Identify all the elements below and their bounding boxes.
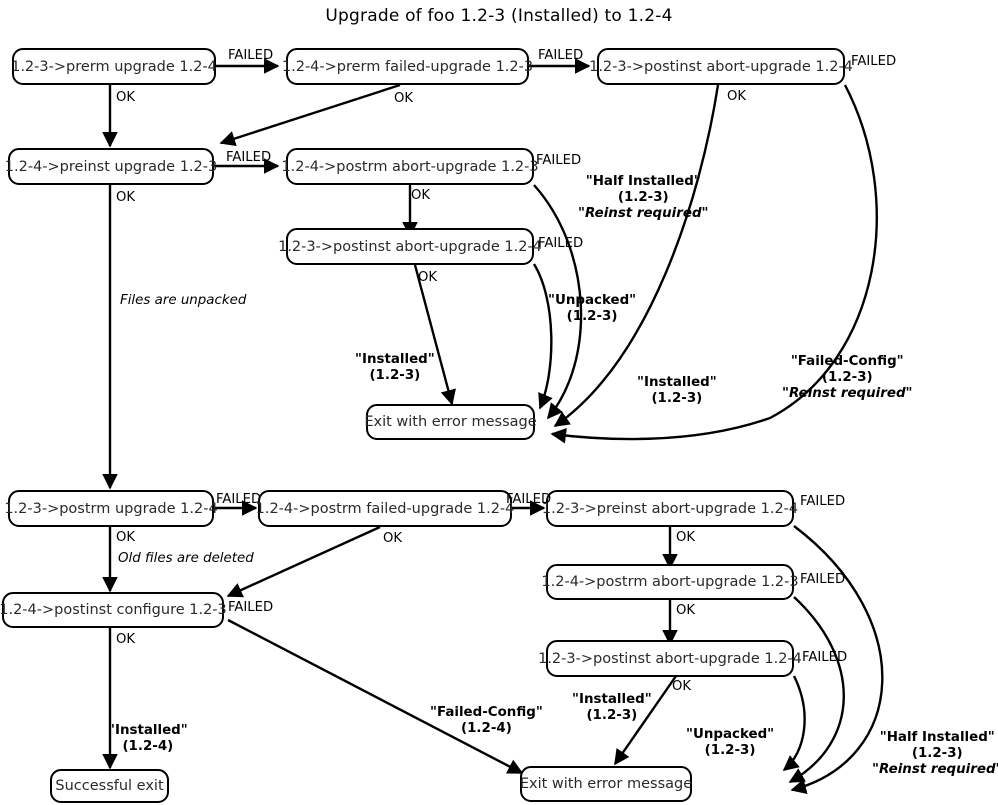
- state-failed-config-top: "Failed-Config" (1.2-3) "Reinst required…: [782, 354, 913, 401]
- edge-label-failed-7: FAILED: [216, 492, 262, 507]
- edge-label-ok-1: OK: [116, 90, 136, 105]
- edge-label-ok-10: OK: [676, 603, 696, 618]
- edge-label-failed-8: FAILED: [506, 492, 552, 507]
- node-successful-exit[interactable]: Successful exit: [50, 769, 169, 803]
- node-postrm-failed-upgrade[interactable]: 1.2-4->postrm failed-upgrade 1.2-4: [256, 490, 514, 527]
- state-version: (1.2-3): [704, 742, 756, 758]
- edge-label-failed-1: FAILED: [228, 48, 274, 63]
- edge-label-ok-9: OK: [676, 530, 696, 545]
- state-version: (1.2-3): [617, 189, 669, 205]
- edge-label-ok-8: OK: [383, 531, 403, 546]
- note-files-are-unpacked: Files are unpacked: [120, 293, 247, 308]
- state-version: (1.2-4): [122, 738, 174, 754]
- edge-label-failed-2: FAILED: [538, 48, 584, 63]
- edge-label-ok-12: OK: [672, 679, 692, 694]
- node-preinst-abort-upgrade[interactable]: 1.2-3->preinst abort-upgrade 1.2-4: [542, 490, 798, 527]
- state-name: "Half Installed": [585, 174, 701, 189]
- edge-preinstabort-failed: [790, 525, 884, 794]
- edge-label-failed-5: FAILED: [536, 153, 582, 168]
- state-version: (1.2-3): [821, 369, 873, 385]
- state-installed-bottom: "Installed" (1.2-3): [572, 692, 652, 724]
- node-exit-with-error-message-top[interactable]: Exit with error message: [364, 404, 537, 440]
- state-version: (1.2-3): [369, 367, 421, 383]
- node-postinst-abort-upgrade-top[interactable]: 1.2-3->postinst abort-upgrade 1.2-4: [589, 48, 853, 85]
- state-name: "Unpacked": [686, 727, 775, 742]
- note-old-files-are-deleted: Old files are deleted: [118, 551, 254, 566]
- edge-postinstaborttop-failed: [550, 84, 878, 444]
- state-installed-top-left: "Installed" (1.2-3): [355, 352, 435, 384]
- state-name: "Failed-Config": [430, 705, 543, 720]
- state-reinst: "Reinst required": [782, 385, 913, 401]
- node-postrm-abort-upgrade-mid[interactable]: 1.2-4->postrm abort-upgrade 1.2-3: [281, 148, 539, 185]
- state-name: "Failed-Config": [790, 354, 904, 369]
- edge-postinstabortmid-ok: [413, 264, 456, 406]
- node-postrm-abort-upgrade-low[interactable]: 1.2-4->postrm abort-upgrade 1.2-3: [541, 564, 799, 600]
- state-reinst: "Reinst required": [872, 761, 998, 777]
- edge-label-failed-11: FAILED: [228, 600, 274, 615]
- node-exit-with-error-message-bottom[interactable]: Exit with error message: [520, 766, 692, 802]
- edge-postrmabortlow-failed: [788, 596, 845, 784]
- state-version: (1.2-3): [566, 308, 618, 324]
- node-postinst-configure[interactable]: 1.2-4->postinst configure 1.2-3: [0, 592, 227, 628]
- state-name: "Unpacked": [548, 293, 637, 308]
- edge-label-failed-10: FAILED: [800, 572, 846, 587]
- edge-label-ok-11: OK: [116, 632, 136, 647]
- edge-postinstaborttop-ok: [553, 84, 720, 427]
- state-half-installed-top: "Half Installed" (1.2-3) "Reinst require…: [578, 174, 709, 221]
- edge-postrmabortmid-failed: [533, 184, 583, 420]
- state-reinst: "Reinst required": [578, 205, 709, 221]
- edge-label-ok-4: OK: [116, 190, 136, 205]
- node-postinst-abort-upgrade-mid[interactable]: 1.2-3->postinst abort-upgrade 1.2-4: [278, 228, 542, 265]
- state-version: (1.2-3): [586, 707, 638, 723]
- page-title: Upgrade of foo 1.2-3 (Installed) to 1.2-…: [325, 6, 673, 26]
- node-preinst-upgrade[interactable]: 1.2-4->preinst upgrade 1.2-3: [5, 148, 217, 185]
- state-installed-top-right: "Installed" (1.2-3): [637, 375, 717, 407]
- state-version: (1.2-3): [651, 390, 703, 406]
- state-name: "Installed": [572, 692, 652, 707]
- edge-postinstabortlow-failed: [782, 675, 806, 771]
- edge-label-ok-2: OK: [394, 91, 414, 106]
- node-postinst-abort-upgrade-low[interactable]: 1.2-3->postinst abort-upgrade 1.2-4: [538, 640, 802, 677]
- state-installed-success: "Installed" (1.2-4): [108, 723, 188, 755]
- edge-postrmfailed-ok: [226, 525, 381, 598]
- state-half-installed-bottom: "Half Installed" (1.2-3) "Reinst require…: [872, 730, 998, 777]
- node-prerm-upgrade[interactable]: 1.2-3->prerm upgrade 1.2-4: [11, 48, 217, 85]
- state-name: "Installed": [637, 375, 717, 390]
- edge-label-ok-5: OK: [411, 188, 431, 203]
- edge-label-failed-3: FAILED: [851, 54, 897, 69]
- state-version: (1.2-3): [911, 745, 963, 761]
- edge-label-failed-6: FAILED: [538, 236, 584, 251]
- edge-prermfailed-ok: [219, 83, 401, 147]
- edge-postinstconfigure-failed: [227, 618, 524, 775]
- edge-postinstabortlow-ok: [614, 675, 677, 766]
- state-name: "Installed": [355, 352, 435, 367]
- state-name: "Installed": [108, 723, 188, 738]
- state-version: (1.2-4): [460, 720, 512, 736]
- edge-label-ok-3: OK: [727, 89, 747, 104]
- edge-label-ok-6: OK: [418, 270, 438, 285]
- state-unpacked-bottom: "Unpacked" (1.2-3): [686, 727, 774, 759]
- edge-label-ok-7: OK: [116, 530, 136, 545]
- node-postrm-upgrade[interactable]: 1.2-3->postrm upgrade 1.2-4: [4, 490, 218, 527]
- node-prerm-failed-upgrade[interactable]: 1.2-4->prerm failed-upgrade 1.2-3: [282, 48, 533, 85]
- edge-label-failed-4: FAILED: [226, 150, 272, 165]
- state-failed-config-bottom: "Failed-Config" (1.2-4): [430, 705, 543, 737]
- state-unpacked-top: "Unpacked" (1.2-3): [548, 293, 636, 325]
- edge-label-failed-12: FAILED: [802, 650, 848, 665]
- edge-label-failed-9: FAILED: [800, 494, 846, 509]
- state-name: "Half Installed": [879, 730, 995, 745]
- edge-postinstabortmid-failed: [532, 263, 553, 410]
